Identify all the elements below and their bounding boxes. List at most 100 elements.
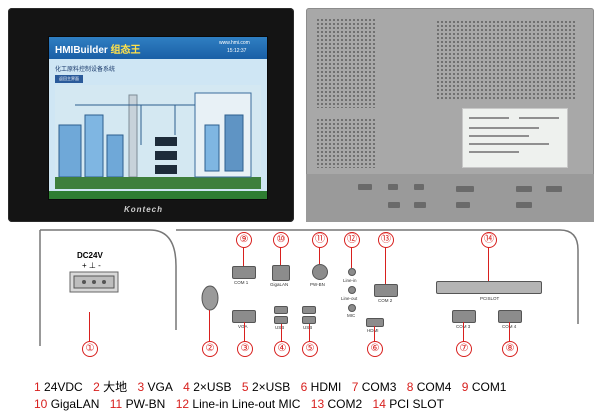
legend-row-2: 10 GigaLAN 11 PW-BN 12 Line-in Line-out … xyxy=(34,397,451,411)
label-line xyxy=(469,135,529,137)
screen-footer xyxy=(49,191,267,199)
pci-slot[interactable] xyxy=(436,281,542,294)
back-port xyxy=(414,184,424,190)
leader-line xyxy=(209,310,210,342)
back-port xyxy=(456,202,470,208)
legend-item-14: 14 PCI SLOT xyxy=(372,397,444,411)
legend-item-10: 10 GigaLAN xyxy=(34,397,100,411)
legend-item-11: 11 PW-BN xyxy=(109,397,166,411)
leader-line xyxy=(351,246,352,268)
vent-top-right xyxy=(436,20,576,100)
screen-page-title: 化工原料控制设备系统 xyxy=(55,67,116,73)
usb-label: USB xyxy=(303,325,313,330)
hdmi-label: HDMI xyxy=(367,328,379,333)
callout-10: ⑩ xyxy=(273,232,289,248)
label-line xyxy=(469,117,509,119)
com3-port[interactable] xyxy=(452,310,476,323)
line-in-label: Line-in xyxy=(343,278,357,283)
hmi-screen: HMIBuilder 组态王 www.hmi.com 15:12:37 化工原料… xyxy=(48,36,268,200)
legend-item-6: 6 HDMI xyxy=(300,380,342,394)
label-line xyxy=(469,127,539,129)
back-port xyxy=(546,186,562,192)
screen-header-title: HMIBuilder 组态王 xyxy=(55,45,141,56)
label-line xyxy=(469,151,519,153)
usb-port[interactable] xyxy=(274,306,288,314)
legend-item-9: 9 COM1 xyxy=(461,380,507,394)
com4-port[interactable] xyxy=(498,310,522,323)
callout-5: ⑤ xyxy=(302,341,318,357)
pwbn-label: PW-BN xyxy=(310,282,325,287)
line-out-label: Line-out xyxy=(341,296,358,301)
leader-line xyxy=(243,246,244,266)
legend-item-13: 13 COM2 xyxy=(310,397,363,411)
callout-1: ① xyxy=(82,341,98,357)
back-port xyxy=(358,184,372,190)
power-button[interactable] xyxy=(312,264,328,280)
screen-return-button[interactable]: 返回主界面 xyxy=(55,75,83,83)
gigalan-port[interactable] xyxy=(272,265,290,281)
callout-2: ② xyxy=(202,341,218,357)
back-port xyxy=(456,186,474,192)
dc-pin-label: + ⊥ - xyxy=(82,261,101,270)
com2-label: COM 2 xyxy=(378,298,393,303)
legend-item-7: 7 COM3 xyxy=(351,380,397,394)
com2-port[interactable] xyxy=(374,284,398,297)
usb-label: USB xyxy=(275,325,285,330)
screen-clock: 15:12:37 xyxy=(227,48,247,54)
leader-line xyxy=(280,246,281,265)
leader-line xyxy=(89,312,90,342)
callout-6: ⑥ xyxy=(367,341,383,357)
leader-line xyxy=(463,322,464,342)
back-port xyxy=(414,202,426,208)
leader-line xyxy=(488,246,489,281)
vga-label: VGA xyxy=(238,324,248,329)
back-port xyxy=(388,184,398,190)
line-in-jack[interactable] xyxy=(348,268,356,276)
hdmi-port[interactable] xyxy=(366,318,384,327)
vent-left xyxy=(316,18,376,108)
callout-4: ④ xyxy=(274,341,290,357)
legend-item-3: 3 VGA xyxy=(137,380,173,394)
product-label xyxy=(462,108,568,168)
front-panel-photo: HMIBuilder 组态王 www.hmi.com 15:12:37 化工原料… xyxy=(8,8,294,222)
callout-12: ⑫ xyxy=(344,232,360,248)
callout-3: ③ xyxy=(237,341,253,357)
legend-item-1: 1 24VDC xyxy=(34,380,83,394)
back-port xyxy=(516,202,532,208)
usb-port[interactable] xyxy=(302,306,316,314)
usb-port[interactable] xyxy=(302,316,316,324)
leader-line xyxy=(509,322,510,342)
callout-14: ⑭ xyxy=(481,232,497,248)
gigalan-label: GigaLAN xyxy=(270,282,289,287)
port-panel-outline xyxy=(39,229,579,346)
mic-label: MIC xyxy=(347,313,356,318)
mic-jack[interactable] xyxy=(348,304,356,312)
plant-diagram xyxy=(55,85,261,189)
back-panel-photo xyxy=(306,8,594,222)
screen-header-sub: www.hmi.com xyxy=(219,40,250,46)
vent-lower-left xyxy=(316,118,376,168)
legend-item-2: 2 大地 xyxy=(93,380,128,394)
leader-line xyxy=(374,326,375,342)
screen-header: HMIBuilder 组态王 www.hmi.com 15:12:37 xyxy=(49,37,267,59)
legend-item-5: 5 2×USB xyxy=(241,380,291,394)
legend-item-12: 12 Line-in Line-out MIC xyxy=(175,397,301,411)
back-port xyxy=(388,202,400,208)
legend-item-8: 8 COM4 xyxy=(406,380,452,394)
com1-port[interactable] xyxy=(232,266,256,279)
label-line xyxy=(519,117,559,119)
pci-label: PCISLOT xyxy=(480,296,500,301)
line-out-jack[interactable] xyxy=(348,286,356,294)
callout-11: ⑪ xyxy=(312,232,328,248)
usb-port[interactable] xyxy=(274,316,288,324)
legend-item-4: 4 2×USB xyxy=(183,380,232,394)
leader-line xyxy=(319,246,320,264)
callout-7: ⑦ xyxy=(456,341,472,357)
leader-line xyxy=(281,324,282,342)
back-port xyxy=(516,186,532,192)
label-line xyxy=(469,143,549,145)
leader-line xyxy=(244,322,245,342)
com1-label: COM 1 xyxy=(234,280,249,285)
legend-row-1: 1 24VDC 2 大地 3 VGA 4 2×USB 5 2×USB 6 HDM… xyxy=(34,378,513,395)
leader-line xyxy=(309,324,310,342)
